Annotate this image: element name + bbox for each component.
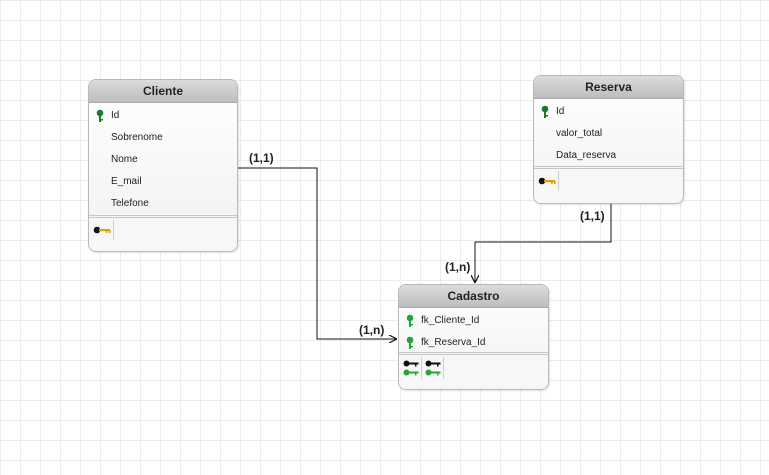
attribute-label: Data_reserva [556,150,617,161]
index-key-icon [538,177,556,185]
attribute-row[interactable]: Data_reserva [534,145,683,167]
attribute-label: fk_Cliente_Id [421,315,480,326]
cardinality-cadastro-top: (1,n) [445,260,471,274]
primary-key-icon [541,105,549,118]
attribute-row[interactable]: fk_Reserva_Id [399,332,548,354]
cardinality-cliente: (1,1) [249,151,274,165]
index-section [89,215,237,251]
attribute-row[interactable]: fk_Cliente_Id [399,310,548,332]
index-section [534,166,683,203]
entity-cadastro[interactable]: Cadastro fk_Cliente_Id fk_Reserva_Id [398,284,549,390]
index-key-icon [93,226,111,234]
attribute-row[interactable]: E_mail [89,171,237,193]
attribute-label: Sobrenome [111,132,163,143]
index-key-icon [425,360,441,367]
entity-cliente[interactable]: Cliente Id Sobrenome Nome E_mail Telefon… [88,79,238,252]
attribute-row[interactable]: valor_total [534,123,683,145]
foreign-key-icon [406,314,414,327]
index-entry[interactable] [536,171,559,191]
attribute-label: Nome [111,154,138,165]
foreign-key-icon [406,336,414,349]
attribute-label: Telefone [111,198,149,209]
connector-reserva-cadastro[interactable] [475,203,612,282]
index-entry[interactable] [423,357,444,379]
attribute-row[interactable]: Telefone [89,193,237,215]
attribute-label: E_mail [111,176,142,187]
cardinality-cadastro-left: (1,n) [359,323,385,337]
connector-cliente-cadastro[interactable] [237,167,396,339]
foreign-key-icon [403,369,419,376]
entity-title-cadastro: Cadastro [399,285,548,308]
entity-title-reserva: Reserva [534,76,683,99]
index-key-icon [403,360,419,367]
index-entry[interactable] [91,220,114,240]
attribute-label: valor_total [556,128,603,139]
attribute-label: Id [111,110,120,121]
primary-key-icon [96,109,104,122]
index-section [399,352,548,389]
attribute-row[interactable]: Id [534,101,683,123]
attribute-row[interactable]: Sobrenome [89,127,237,149]
index-entry[interactable] [401,357,422,379]
entity-reserva[interactable]: Reserva Id valor_total Data_reserva [533,75,684,204]
entity-title-cliente: Cliente [89,80,237,103]
attribute-row[interactable]: Id [89,105,237,127]
foreign-key-icon [425,369,441,376]
attribute-label: Id [556,106,565,117]
attribute-row[interactable]: Nome [89,149,237,171]
attribute-label: fk_Reserva_Id [421,337,486,348]
cardinality-reserva: (1,1) [580,209,605,223]
